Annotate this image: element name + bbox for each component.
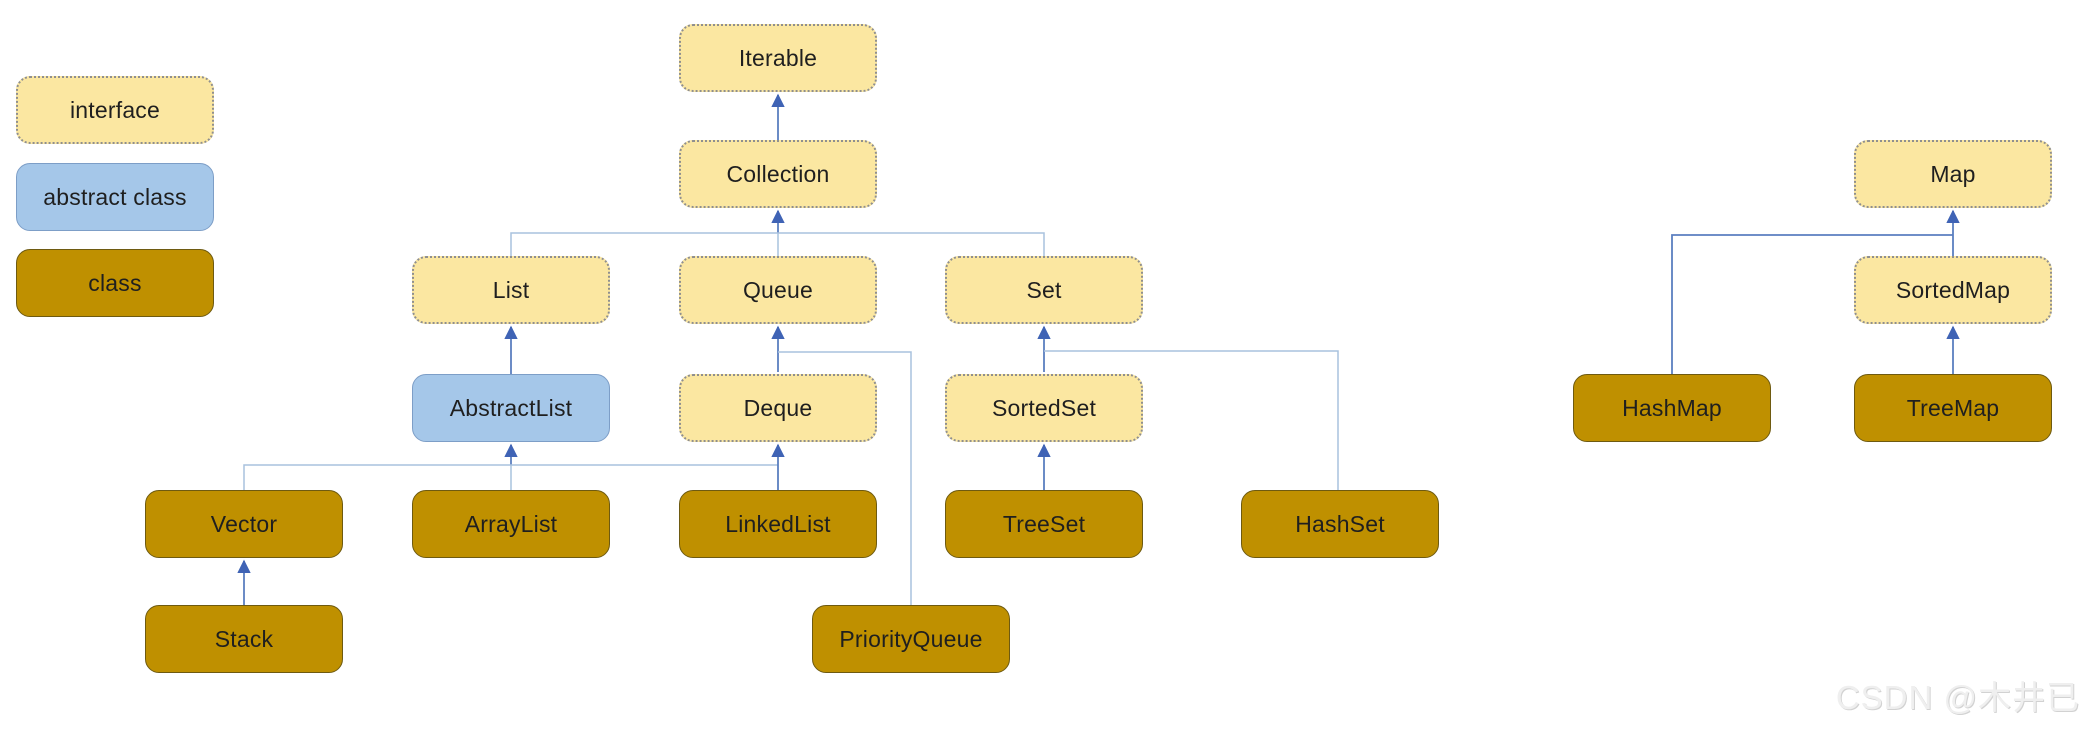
edge-priorityqueue-queue (778, 351, 912, 605)
node-set: Set (945, 256, 1143, 324)
node-label: abstract class (43, 183, 187, 210)
node-iterable: Iterable (679, 24, 877, 92)
node-label: TreeMap (1906, 394, 2000, 421)
node-label: SortedMap (1895, 276, 2011, 303)
node-map: Map (1854, 140, 2052, 208)
node-label: AbstractList (449, 394, 573, 421)
legend-abstract-class: abstract class (16, 163, 214, 231)
node-label: interface (69, 96, 160, 123)
node-sortedset: SortedSet (945, 374, 1143, 442)
edge-hashset-set (1044, 350, 1339, 490)
watermark: CSDN @木井已 (1835, 679, 2080, 716)
node-label: Collection (726, 160, 830, 187)
node-linkedlist: LinkedList (679, 490, 877, 558)
node-label: TreeSet (1002, 510, 1086, 537)
node-treeset: TreeSet (945, 490, 1143, 558)
node-label: List (492, 276, 530, 303)
node-label: SortedSet (991, 394, 1097, 421)
legend-class: class (16, 249, 214, 317)
node-queue: Queue (679, 256, 877, 324)
node-sortedmap: SortedMap (1854, 256, 2052, 324)
edge-vector-bus (243, 464, 778, 490)
node-list: List (412, 256, 610, 324)
node-hashset: HashSet (1241, 490, 1439, 558)
node-deque: Deque (679, 374, 877, 442)
node-label: LinkedList (725, 510, 831, 537)
node-arraylist: ArrayList (412, 490, 610, 558)
node-abstractlist: AbstractList (412, 374, 610, 442)
node-hashmap: HashMap (1573, 374, 1771, 442)
node-label: Vector (210, 510, 278, 537)
node-label: Map (1930, 160, 1976, 187)
node-vector: Vector (145, 490, 343, 558)
node-label: HashMap (1622, 394, 1722, 421)
node-label: Iterable (738, 44, 818, 71)
node-stack: Stack (145, 605, 343, 673)
node-label: PriorityQueue (839, 625, 983, 652)
node-label: Stack (214, 625, 274, 652)
node-label: Queue (742, 276, 814, 303)
node-treemap: TreeMap (1854, 374, 2052, 442)
node-label: Deque (743, 394, 813, 421)
node-label: HashSet (1295, 510, 1385, 537)
edge-hashmap-map (1671, 234, 1953, 374)
node-label: ArrayList (464, 510, 558, 537)
node-collection: Collection (679, 140, 877, 208)
node-label: Set (1026, 276, 1062, 303)
legend-interface: interface (16, 76, 214, 144)
node-label: class (88, 269, 142, 296)
node-priorityqueue: PriorityQueue (812, 605, 1010, 673)
